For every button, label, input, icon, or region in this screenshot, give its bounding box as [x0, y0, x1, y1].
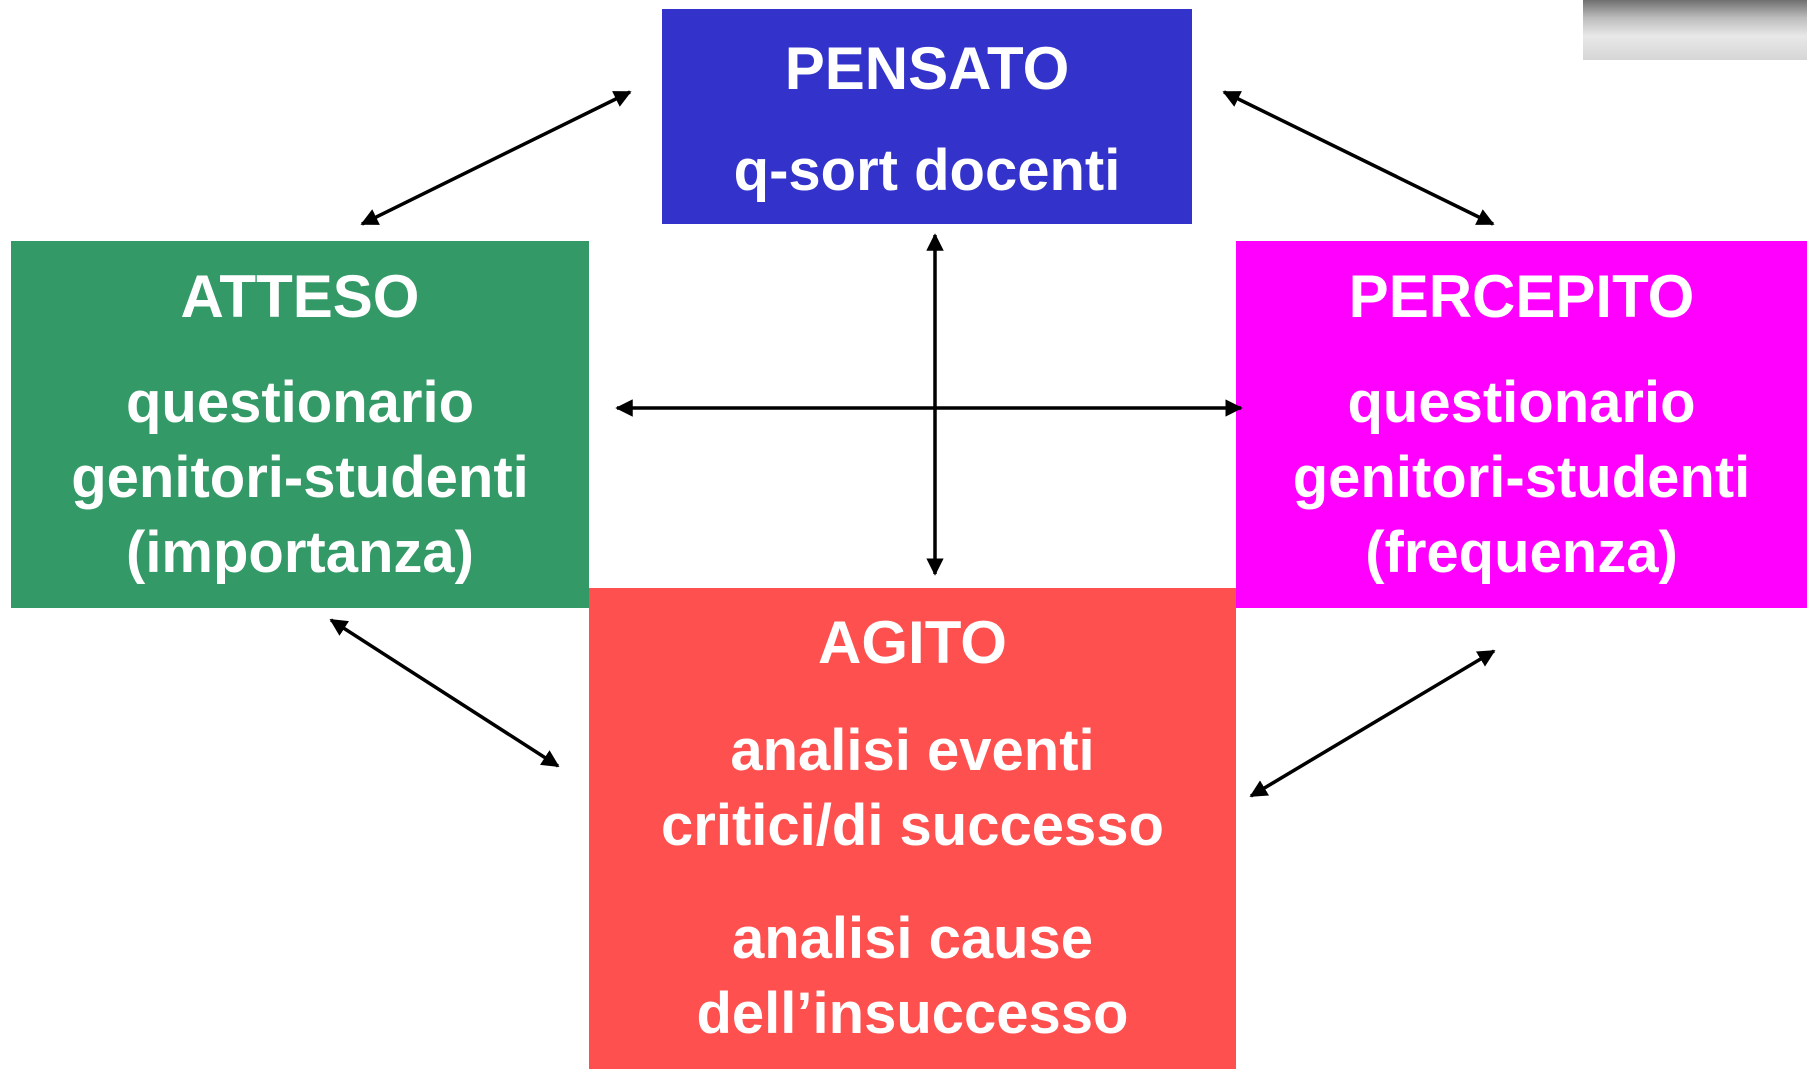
percepito-title: PERCEPITO: [1348, 263, 1695, 330]
agito-description-2: analisi cause dell’insuccesso: [589, 901, 1236, 1051]
pensato-box: PENSATO q-sort docenti: [662, 9, 1192, 224]
agito-box: AGITO analisi eventi critici/di successo…: [589, 588, 1236, 1069]
percepito-line-1: questionario: [1347, 370, 1696, 435]
arrow-percepito-agito: [1249, 649, 1496, 798]
atteso-title: ATTESO: [180, 263, 420, 330]
agito-title: AGITO: [818, 609, 1007, 676]
corner-image-fragment: [1583, 0, 1807, 60]
agito-line-1: analisi eventi: [730, 718, 1095, 783]
atteso-line-2: genitori-studenti: [71, 445, 529, 510]
pensato-title: PENSATO: [784, 35, 1070, 102]
agito-line-3: analisi cause: [731, 906, 1094, 971]
arrow-atteso-agito: [329, 618, 560, 768]
agito-line-2: critici/di successo: [661, 793, 1164, 858]
percepito-box: PERCEPITO questionario genitori-studenti…: [1236, 241, 1807, 608]
atteso-line-3: (importanza): [126, 520, 474, 585]
atteso-box: ATTESO questionario genitori-studenti (i…: [11, 241, 589, 608]
percepito-line-2: genitori-studenti: [1292, 445, 1751, 510]
percepito-description: questionario genitori-studenti (frequenz…: [1236, 365, 1807, 590]
agito-description-1: analisi eventi critici/di successo: [589, 713, 1236, 863]
atteso-line-1: questionario: [125, 370, 475, 435]
arrow-pensato-percepito: [1222, 90, 1495, 226]
atteso-description: questionario genitori-studenti (importan…: [11, 365, 589, 590]
arrow-pensato-atteso: [360, 90, 632, 226]
agito-line-4: dell’insuccesso: [696, 981, 1129, 1046]
pensato-line-1: q-sort docenti: [733, 138, 1121, 203]
percepito-line-3: (frequenza): [1365, 520, 1678, 585]
